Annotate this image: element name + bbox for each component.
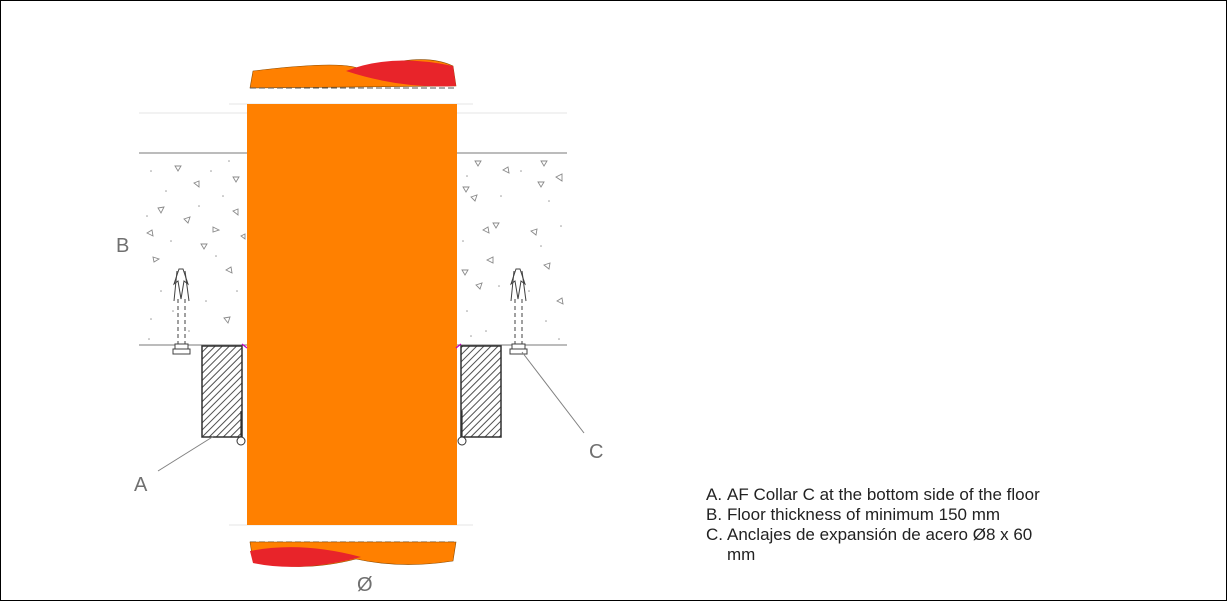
label-a: A [134, 474, 148, 496]
legend-key: B. [706, 505, 723, 524]
fire-collar-left [201, 343, 248, 446]
legend-key: C. [706, 525, 723, 544]
legend-text: AF Collar C at the bottom side of the fl… [727, 485, 1040, 504]
expansion-anchor-right [509, 268, 528, 355]
concrete-slab-left [139, 152, 247, 346]
legend-text: Floor thickness of minimum 150 mm [727, 505, 1001, 524]
label-diameter: Ø [357, 574, 373, 596]
legend-item-c: C. Anclajes de expansión de acero Ø8 x 6… [706, 525, 1045, 565]
leader-line-a [157, 435, 215, 472]
leader-line-c [521, 351, 585, 434]
legend-item-b: B. Floor thickness of minimum 150 mm [706, 505, 1221, 525]
fire-collar-right [455, 343, 502, 446]
legend-item-a: A. AF Collar C at the bottom side of the… [706, 485, 1221, 505]
legend-text: Anclajes de expansión de acero Ø8 x 60 m… [727, 525, 1033, 564]
pipe-bottom-cut-end [249, 541, 457, 567]
pipe-top-cut-end [249, 59, 457, 89]
concrete-aggregate-left [146, 165, 246, 324]
concrete-dots-left [146, 160, 238, 340]
concrete-dots-right [462, 170, 562, 340]
label-c: C [589, 441, 604, 463]
expansion-anchor-left [172, 268, 191, 355]
legend-key: A. [706, 485, 723, 504]
concrete-slab-right [457, 152, 567, 346]
concrete-aggregate-right [461, 160, 564, 305]
legend-list: A. AF Collar C at the bottom side of the… [706, 485, 1221, 565]
pipe-body [247, 104, 457, 525]
label-b: B [116, 235, 130, 257]
